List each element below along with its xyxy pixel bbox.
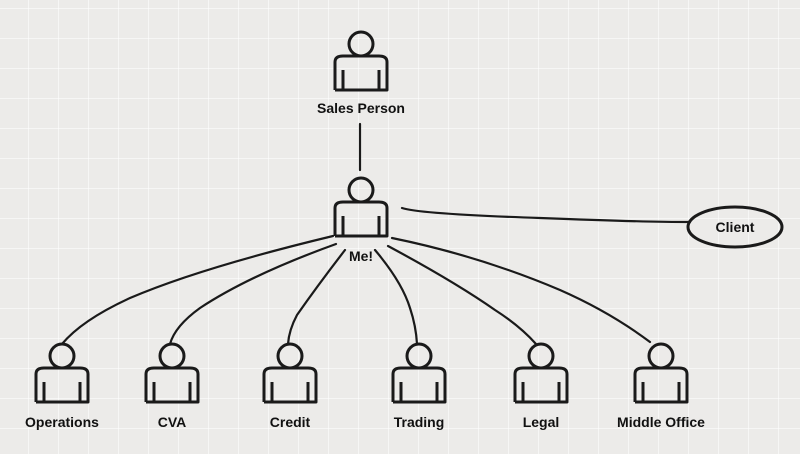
node-label-legal[interactable]: Legal [522, 414, 560, 430]
node-label-sales-person[interactable]: Sales Person [317, 100, 405, 116]
edge-me-legal [386, 244, 538, 346]
person-icon [144, 342, 200, 404]
edge-me-trading [373, 248, 419, 346]
node-label-cva[interactable]: CVA [157, 414, 187, 430]
node-label-credit[interactable]: Credit [269, 414, 311, 430]
edge-me-client [400, 206, 692, 224]
edge-me-credit [286, 248, 347, 346]
person-icon [633, 342, 689, 404]
node-label-middle-office[interactable]: Middle Office [617, 414, 705, 430]
person-icon [391, 342, 447, 404]
person-icon [333, 176, 389, 238]
person-icon [333, 30, 389, 92]
connectors [60, 122, 692, 346]
node-label-trading[interactable]: Trading [393, 414, 445, 430]
node-label-me[interactable]: Me! [348, 248, 374, 264]
edge-me-operations [60, 234, 335, 346]
person-icon [513, 342, 569, 404]
node-label-client[interactable]: Client [715, 219, 755, 235]
person-icon [34, 342, 90, 404]
person-icon [262, 342, 318, 404]
node-label-operations[interactable]: Operations [25, 414, 99, 430]
edge-me-middle-office [390, 236, 652, 344]
edge-me-cva [168, 242, 338, 346]
client-node-shape[interactable] [686, 205, 784, 249]
